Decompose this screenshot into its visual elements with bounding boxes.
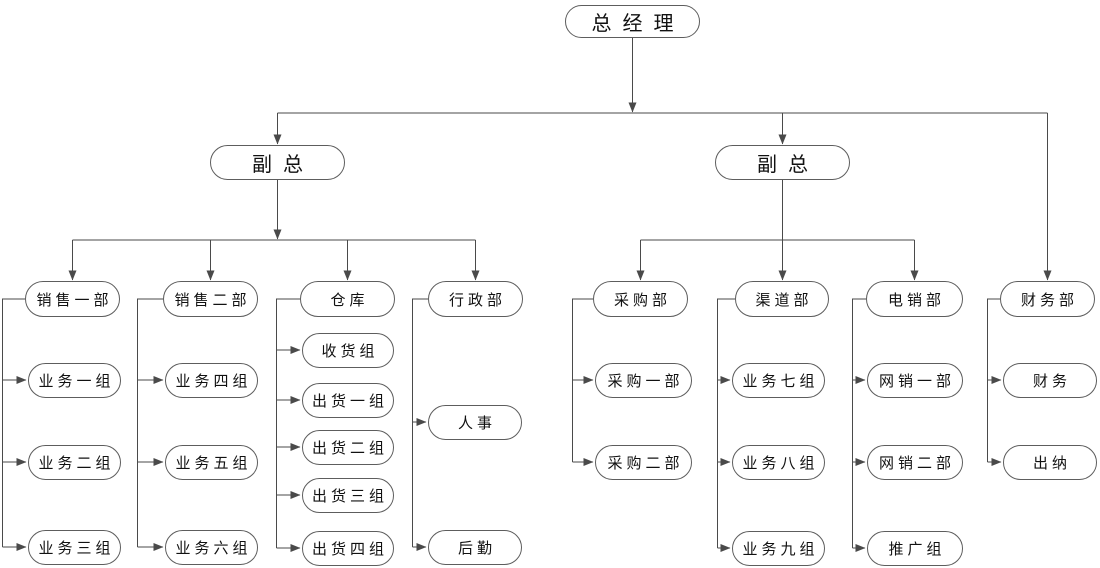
node-dept-admin: 行政部 [428,281,523,317]
node-business-group-9: 业务九组 [732,531,825,566]
node-shipping-group-2: 出货二组 [302,430,394,465]
node-dept-warehouse: 仓库 [300,281,395,317]
node-business-group-3: 业务三组 [28,530,121,565]
node-shipping-group-3: 出货三组 [302,478,394,513]
node-online-sales-2: 网销二部 [867,445,963,480]
node-logistics: 后勤 [428,530,522,565]
node-general-manager: 总经理 [565,5,700,38]
node-dept-sales-2: 销售二部 [163,281,258,317]
node-hr: 人事 [428,405,522,440]
node-online-sales-1: 网销一部 [867,363,963,398]
node-dept-purchasing: 采购部 [593,281,688,317]
node-purchasing-dept-2: 采购二部 [595,445,692,480]
node-shipping-group-4: 出货四组 [302,531,394,566]
node-business-group-4: 业务四组 [165,363,258,398]
node-purchasing-dept-1: 采购一部 [595,363,692,398]
node-vice-president-left: 副总 [210,145,345,180]
node-business-group-6: 业务六组 [165,530,258,565]
node-shipping-group-1: 出货一组 [302,383,394,418]
node-business-group-7: 业务七组 [732,363,825,398]
node-finance: 财务 [1003,363,1097,398]
node-promotion-group: 推广组 [867,531,963,566]
node-business-group-1: 业务一组 [28,363,121,398]
node-vice-president-right: 副总 [715,145,850,180]
node-dept-finance: 财务部 [1000,281,1095,317]
node-dept-sales-1: 销售一部 [25,281,120,317]
node-business-group-2: 业务二组 [28,445,121,480]
node-cashier: 出纳 [1003,445,1097,480]
node-dept-telesales: 电销部 [866,281,963,317]
node-receiving-group: 收货组 [302,333,394,368]
node-business-group-5: 业务五组 [165,445,258,480]
node-business-group-8: 业务八组 [732,445,825,480]
node-dept-channel: 渠道部 [735,281,829,317]
